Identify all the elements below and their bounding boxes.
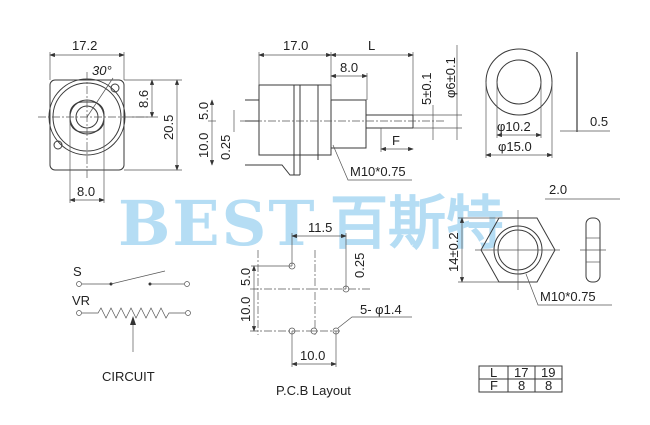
front-view: 17.2 30° 8.6 20.5 8.0 [38, 38, 182, 203]
nut-thread-label: M10*0.75 [540, 289, 596, 304]
body-length-label: 17.0 [283, 38, 308, 53]
pcb-title: P.C.B Layout [276, 383, 351, 398]
watermark-chinese: 百斯特 [330, 189, 504, 257]
angle-label: 30° [92, 63, 112, 78]
pcb-holes-label: 5- φ1.4 [360, 302, 402, 317]
watermark-brand: BEST [118, 187, 317, 260]
pin-spacing-bottom-label: 10.0 [196, 133, 211, 158]
nut-flats-label: 14±0.2 [446, 232, 461, 272]
table-cell: L [490, 365, 497, 380]
dimension-table: L 17 19 F 8 8 [478, 365, 563, 393]
shaft-diameter-label: φ6±0.1 [443, 57, 458, 98]
table-cell: F [490, 378, 498, 393]
switch-label: S [73, 264, 82, 279]
pcb-bottom-label: 10.0 [238, 297, 253, 322]
pcb-layout: 11.5 0.25 5.0 10.0 10.0 5- φ1.4 P.C.B La… [238, 220, 412, 398]
washer-outer-label: φ15.0 [498, 139, 532, 154]
side-view: 17.0 L 8.0 F 5±0.1 φ6±0.1 5.0 10.0 0.25 … [196, 38, 462, 181]
thread-length-label: 8.0 [340, 60, 358, 75]
nut: 14±0.2 M10*0.75 2.0 [446, 182, 620, 306]
washer: φ10.2 φ15.0 0.5 [485, 48, 610, 158]
pin-spacing-top-label: 5.0 [196, 102, 211, 120]
pcb-width-label: 11.5 [308, 220, 332, 235]
thread-label: M10*0.75 [350, 164, 406, 179]
flat-dim-label: 5±0.1 [419, 73, 434, 105]
circuit-diagram: S VR CIRCUIT [72, 264, 191, 384]
table-cell: 17 [514, 365, 528, 380]
circuit-title: CIRCUIT [102, 369, 155, 384]
front-height-label: 20.5 [161, 115, 176, 140]
watermark: BEST 百斯特 [118, 187, 504, 260]
washer-thickness-label: 0.5 [590, 114, 608, 129]
flat-length-label: F [392, 133, 400, 148]
front-width-label: 17.2 [72, 38, 97, 53]
pcb-offset-label: 0.25 [352, 253, 367, 278]
pcb-pitch-label: 10.0 [300, 348, 325, 363]
table-cell: 19 [541, 365, 555, 380]
pin-offset-label: 0.25 [218, 135, 233, 160]
table-cell: 8 [518, 378, 525, 393]
pot-label: VR [72, 293, 90, 308]
table-cell: 8 [545, 378, 552, 393]
shaft-length-label: L [368, 38, 375, 53]
pcb-top-label: 5.0 [238, 268, 253, 286]
offset-label: 8.6 [136, 90, 151, 108]
washer-inner-label: φ10.2 [497, 119, 531, 134]
nut-thickness-label: 2.0 [549, 182, 567, 197]
shaft-width-label: 8.0 [77, 184, 95, 199]
